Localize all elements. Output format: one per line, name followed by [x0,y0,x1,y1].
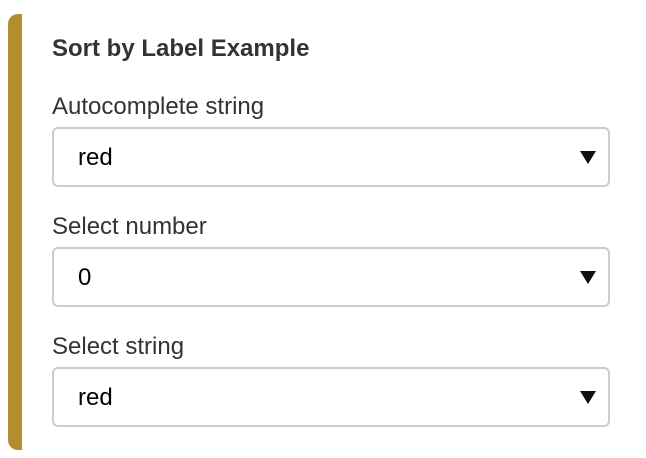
example-panel: Sort by Label Example Autocomplete strin… [8,14,646,450]
autocomplete-string-value: red [78,144,113,171]
autocomplete-string-label: Autocomplete string [52,93,265,120]
select-string-value: red [78,384,113,411]
triangle-down-icon[interactable] [580,391,596,404]
select-number-label: Select number [52,213,207,240]
select-number-select[interactable]: 0 [52,247,610,307]
triangle-down-icon[interactable] [580,151,596,164]
autocomplete-string-select[interactable]: red [52,127,610,187]
select-number-value: 0 [78,264,92,291]
select-string-label: Select string [52,333,185,360]
select-string-select[interactable]: red [52,367,610,427]
panel-title: Sort by Label Example [52,35,310,62]
triangle-down-icon[interactable] [580,271,596,284]
